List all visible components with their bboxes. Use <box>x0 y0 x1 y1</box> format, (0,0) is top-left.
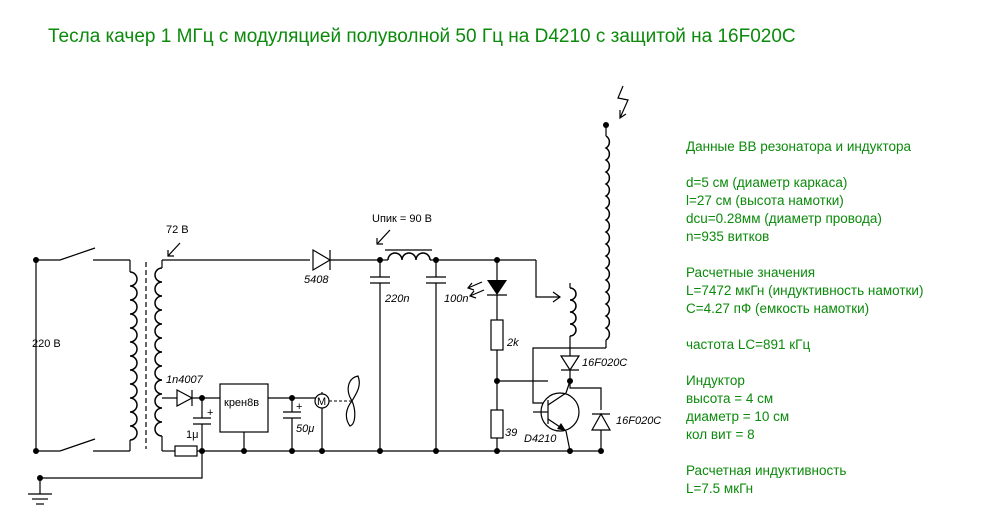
resistor-39-label: 39 <box>505 427 517 439</box>
peak-voltage-label: Uпик = 90 В <box>372 213 432 225</box>
info-panel: Данные ВВ резонатора и индуктора d=5 см (… <box>686 139 923 496</box>
info-line: L=7.5 мкГн <box>686 481 753 496</box>
info-line: C=4.27 пФ (емкость намотки) <box>686 301 869 316</box>
fuse <box>162 445 602 457</box>
info-line: Индуктор <box>686 373 745 388</box>
info-line: L=7472 мкГн (индуктивность намотки) <box>686 283 923 298</box>
secondary-voltage-label: 72 В <box>166 224 189 236</box>
primary-coil <box>569 283 577 356</box>
plus-sign: + <box>207 407 213 419</box>
diode-5408-label: 5408 <box>304 274 329 286</box>
capacitor-220n-label: 220n <box>384 293 409 305</box>
info-line: l=27 см (высота намотки) <box>686 193 844 208</box>
filter-choke <box>380 249 497 261</box>
mains-voltage-label: 220 В <box>32 338 61 350</box>
info-line: Данные ВВ резонатора и индуктора <box>686 139 912 154</box>
diode-5408: 5408 <box>304 248 380 286</box>
tvs-top-label: 16F020C <box>582 357 627 369</box>
diode-1n4007: 1n4007 <box>162 374 220 407</box>
resistor-2k-label: 2k <box>506 337 519 349</box>
spark-icon <box>617 85 629 119</box>
info-line: высота = 4 см <box>686 391 773 406</box>
fan-motor: M <box>314 375 360 451</box>
led <box>466 260 507 320</box>
capacitor-100n-label: 100n <box>444 293 468 305</box>
mains-input: 220 В <box>32 247 130 454</box>
fan-icon <box>345 375 360 427</box>
info-line: кол вит = 8 <box>686 427 755 442</box>
motor-label: M <box>317 396 326 408</box>
tvs-side-label: 16F020C <box>616 415 661 427</box>
info-line: dcu=0.28мм (диаметр провода) <box>686 211 882 226</box>
diagram-title: Тесла качер 1 МГц с модуляцией полуволно… <box>48 26 796 47</box>
info-line: Расчетная индуктивность <box>686 463 846 478</box>
ground-connection <box>28 451 203 505</box>
transistor-d4210: D4210 <box>524 380 580 452</box>
diode-1n4007-label: 1n4007 <box>166 374 204 386</box>
resistor-39: 39 <box>490 409 517 451</box>
regulator-label: крен8в <box>224 397 259 409</box>
resistor-2k: 2k <box>490 319 519 410</box>
transformer: 72 В <box>129 224 189 451</box>
transistor-label: D4210 <box>524 433 557 445</box>
info-line: Расчетные значения <box>686 265 815 280</box>
info-line: диаметр = 10 см <box>686 409 789 424</box>
plus-sign: + <box>296 401 302 413</box>
info-line: частота LC=891 кГц <box>686 337 810 352</box>
ground-junctions <box>199 448 604 454</box>
capacitor-1u-label: 1μ <box>186 429 198 441</box>
capacitor-50u-label: 50μ <box>296 423 314 435</box>
info-line: d=5 см (диаметр каркаса) <box>686 175 847 190</box>
secondary-coil <box>532 85 629 404</box>
info-line: n=935 витков <box>686 229 769 244</box>
capacitor-220n: 220n <box>370 260 409 451</box>
tvs-diode-side: 16F020C <box>590 412 661 451</box>
capacitor-1u: + 1μ <box>186 398 213 451</box>
capacitor-50u: + 50μ <box>283 398 314 451</box>
capacitor-100n: 100n <box>426 260 468 451</box>
tvs-diode-top: 16F020C <box>559 355 627 381</box>
voltage-regulator: крен8в <box>219 383 322 451</box>
